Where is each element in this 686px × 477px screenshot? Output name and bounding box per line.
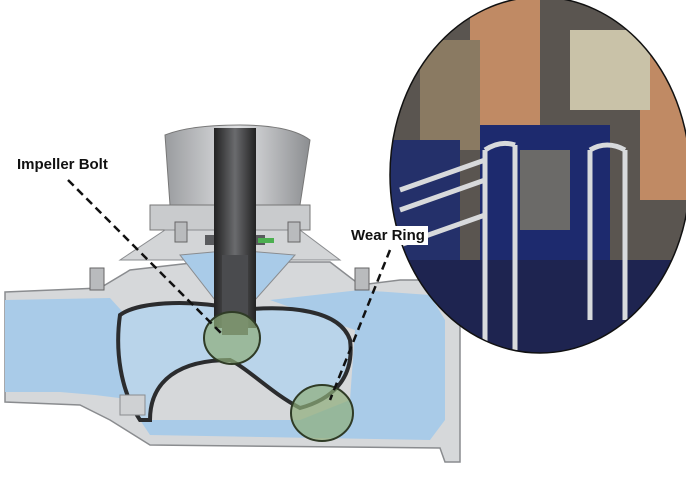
wear-ring-label: Wear Ring [348, 226, 428, 245]
wear-ring-highlight [290, 384, 354, 442]
impeller-bolt-highlight [203, 311, 261, 365]
wear-ring-leader [328, 249, 392, 401]
pump-room-photo [390, 0, 686, 353]
impeller-bolt-leader [67, 179, 225, 337]
impeller-bolt-label: Impeller Bolt [14, 155, 111, 174]
